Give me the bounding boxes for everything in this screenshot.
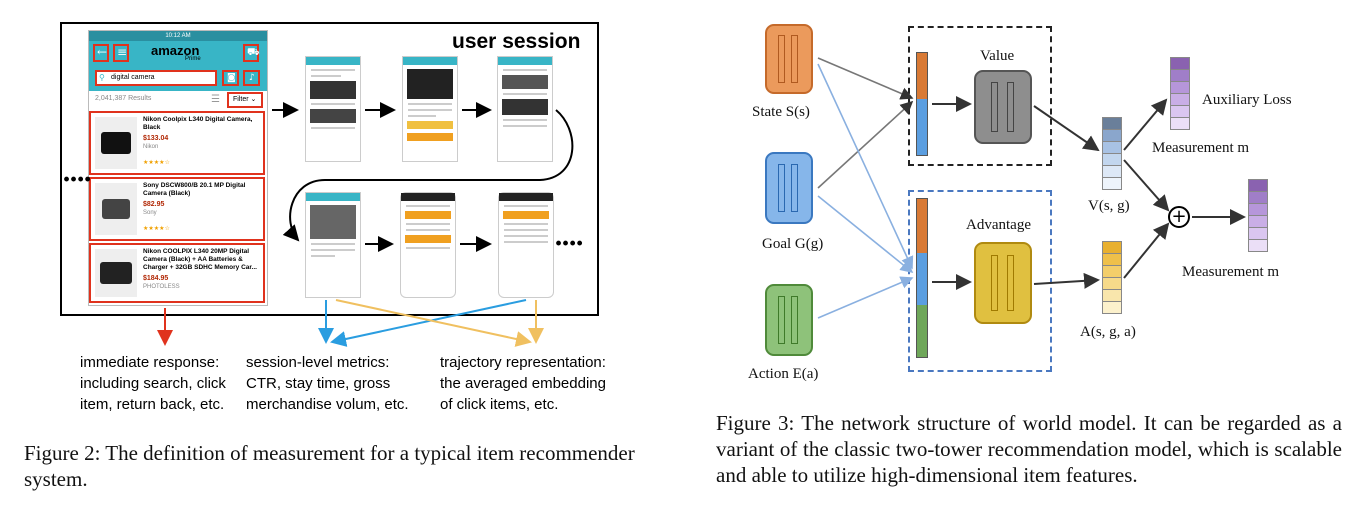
result-item-3[interactable]: Nikon COOLPIX L340 20MP Digital Camera (…: [89, 243, 265, 303]
cart-button[interactable]: ⛟: [243, 44, 260, 62]
voice-search-button[interactable]: ♪: [243, 70, 260, 86]
product-price: $133.04: [143, 135, 169, 142]
auxiliary-measurement-vector: [1170, 57, 1190, 130]
figure-2-caption: Figure 2: The definition of measurement …: [24, 441, 635, 491]
value-tower: [974, 70, 1032, 144]
menu-button[interactable]: ≡: [113, 44, 129, 62]
product-price: $82.95: [143, 201, 165, 208]
amazon-logo: amazon: [151, 43, 200, 58]
search-row: ⚲ digital camera ◙ ♪: [89, 67, 267, 91]
session-screenshot-2: [402, 56, 458, 162]
result-item-2[interactable]: Sony DSCW800/B 20.1 MP Digital Camera (B…: [89, 177, 265, 241]
product-title: Sony DSCW800/B 20.1 MP Digital Camera (B…: [143, 182, 246, 197]
action-label: Action E(a): [748, 366, 819, 382]
filter-button[interactable]: Filter ⌄: [227, 92, 263, 108]
session-screenshot-3: [497, 56, 553, 162]
measurement-top-label: Measurement m: [1152, 140, 1250, 156]
rating-stars: ★★★★☆: [143, 159, 170, 166]
product-seller: Nikon: [143, 144, 159, 150]
state-label: State S(s): [752, 104, 810, 120]
product-image: [95, 183, 137, 235]
back-button[interactable]: ←: [93, 44, 109, 62]
advantage-label: Advantage: [966, 217, 1031, 233]
advantage-tower: [974, 242, 1032, 324]
figure-2-arrows: [157, 102, 574, 347]
state-goal-concat: [916, 52, 928, 156]
measurement-vector: [1248, 179, 1268, 252]
auxiliary-loss-label: Auxiliary Loss: [1202, 92, 1292, 108]
product-image: [95, 249, 137, 297]
session-screenshot-6: [498, 192, 554, 298]
goal-label: Goal G(g): [762, 236, 824, 252]
product-title: Nikon COOLPIX L340 20MP Digital Camera (…: [143, 248, 257, 271]
session-title: user session: [452, 30, 581, 53]
session-screenshot-1: [305, 56, 361, 162]
search-icon: ⚲: [99, 73, 105, 82]
session-screenshot-5: [400, 192, 456, 298]
amazon-phone-screen: 10:12 AM ← ≡ amazon Prime ⛟ ⚲ digital ca…: [88, 30, 268, 306]
back-arrow-icon: ←: [97, 45, 108, 59]
state-goal-action-concat: [916, 198, 928, 358]
rating-stars: ★★★★☆: [143, 225, 170, 232]
figure-3-arrows: [817, 57, 1246, 319]
advantage-output-vector: [1102, 241, 1122, 314]
action-tower: [765, 284, 813, 356]
trajectory-arrow: [335, 299, 532, 347]
prime-logo: Prime: [185, 56, 201, 62]
measurement-bottom-label: Measurement m: [1182, 264, 1280, 280]
camera-search-button[interactable]: ◙: [222, 70, 239, 86]
product-price: $184.95: [143, 275, 169, 282]
value-label: Value: [980, 48, 1015, 64]
cart-icon: ⛟: [247, 47, 260, 58]
product-image: [95, 117, 137, 169]
search-input[interactable]: ⚲ digital camera: [95, 70, 217, 86]
goal-tower: [765, 152, 813, 224]
value-output-vector: [1102, 117, 1122, 190]
chevron-down-icon: ⌄: [248, 96, 257, 103]
results-count: 2,041,387 Results: [95, 95, 152, 102]
product-title: Nikon Coolpix L340 Digital Camera, Black: [143, 116, 253, 131]
session-screenshot-4: [305, 192, 361, 298]
status-bar: 10:12 AM: [89, 31, 267, 41]
product-seller: PHOTOLESS: [143, 284, 180, 290]
session-metrics-note: session-level metrics: CTR, stay time, g…: [246, 354, 409, 413]
plus-operator: +: [1168, 206, 1190, 228]
list-view-icon[interactable]: ☰: [211, 94, 220, 105]
figure-3-caption: Figure 3: The network structure of world…: [716, 411, 1342, 487]
result-item-1[interactable]: Nikon Coolpix L340 Digital Camera, Black…: [89, 111, 265, 175]
state-tower: [765, 24, 813, 94]
wrap-arrow: [282, 109, 574, 242]
user-session-frame: [60, 22, 599, 316]
hamburger-icon: ≡: [117, 45, 128, 59]
trajectory-note: trajectory representation: the averaged …: [440, 354, 606, 413]
camera-icon: ◙: [227, 73, 236, 83]
search-value: digital camera: [111, 74, 155, 81]
filter-label: Filter: [233, 96, 249, 103]
a-label: A(s, g, a): [1080, 324, 1136, 340]
app-header: ← ≡ amazon Prime ⛟: [89, 41, 267, 67]
immediate-response-note: immediate response: including search, cl…: [80, 354, 226, 413]
v-label: V(s, g): [1088, 198, 1130, 214]
microphone-icon: ♪: [249, 73, 255, 83]
product-seller: Sony: [143, 210, 157, 216]
